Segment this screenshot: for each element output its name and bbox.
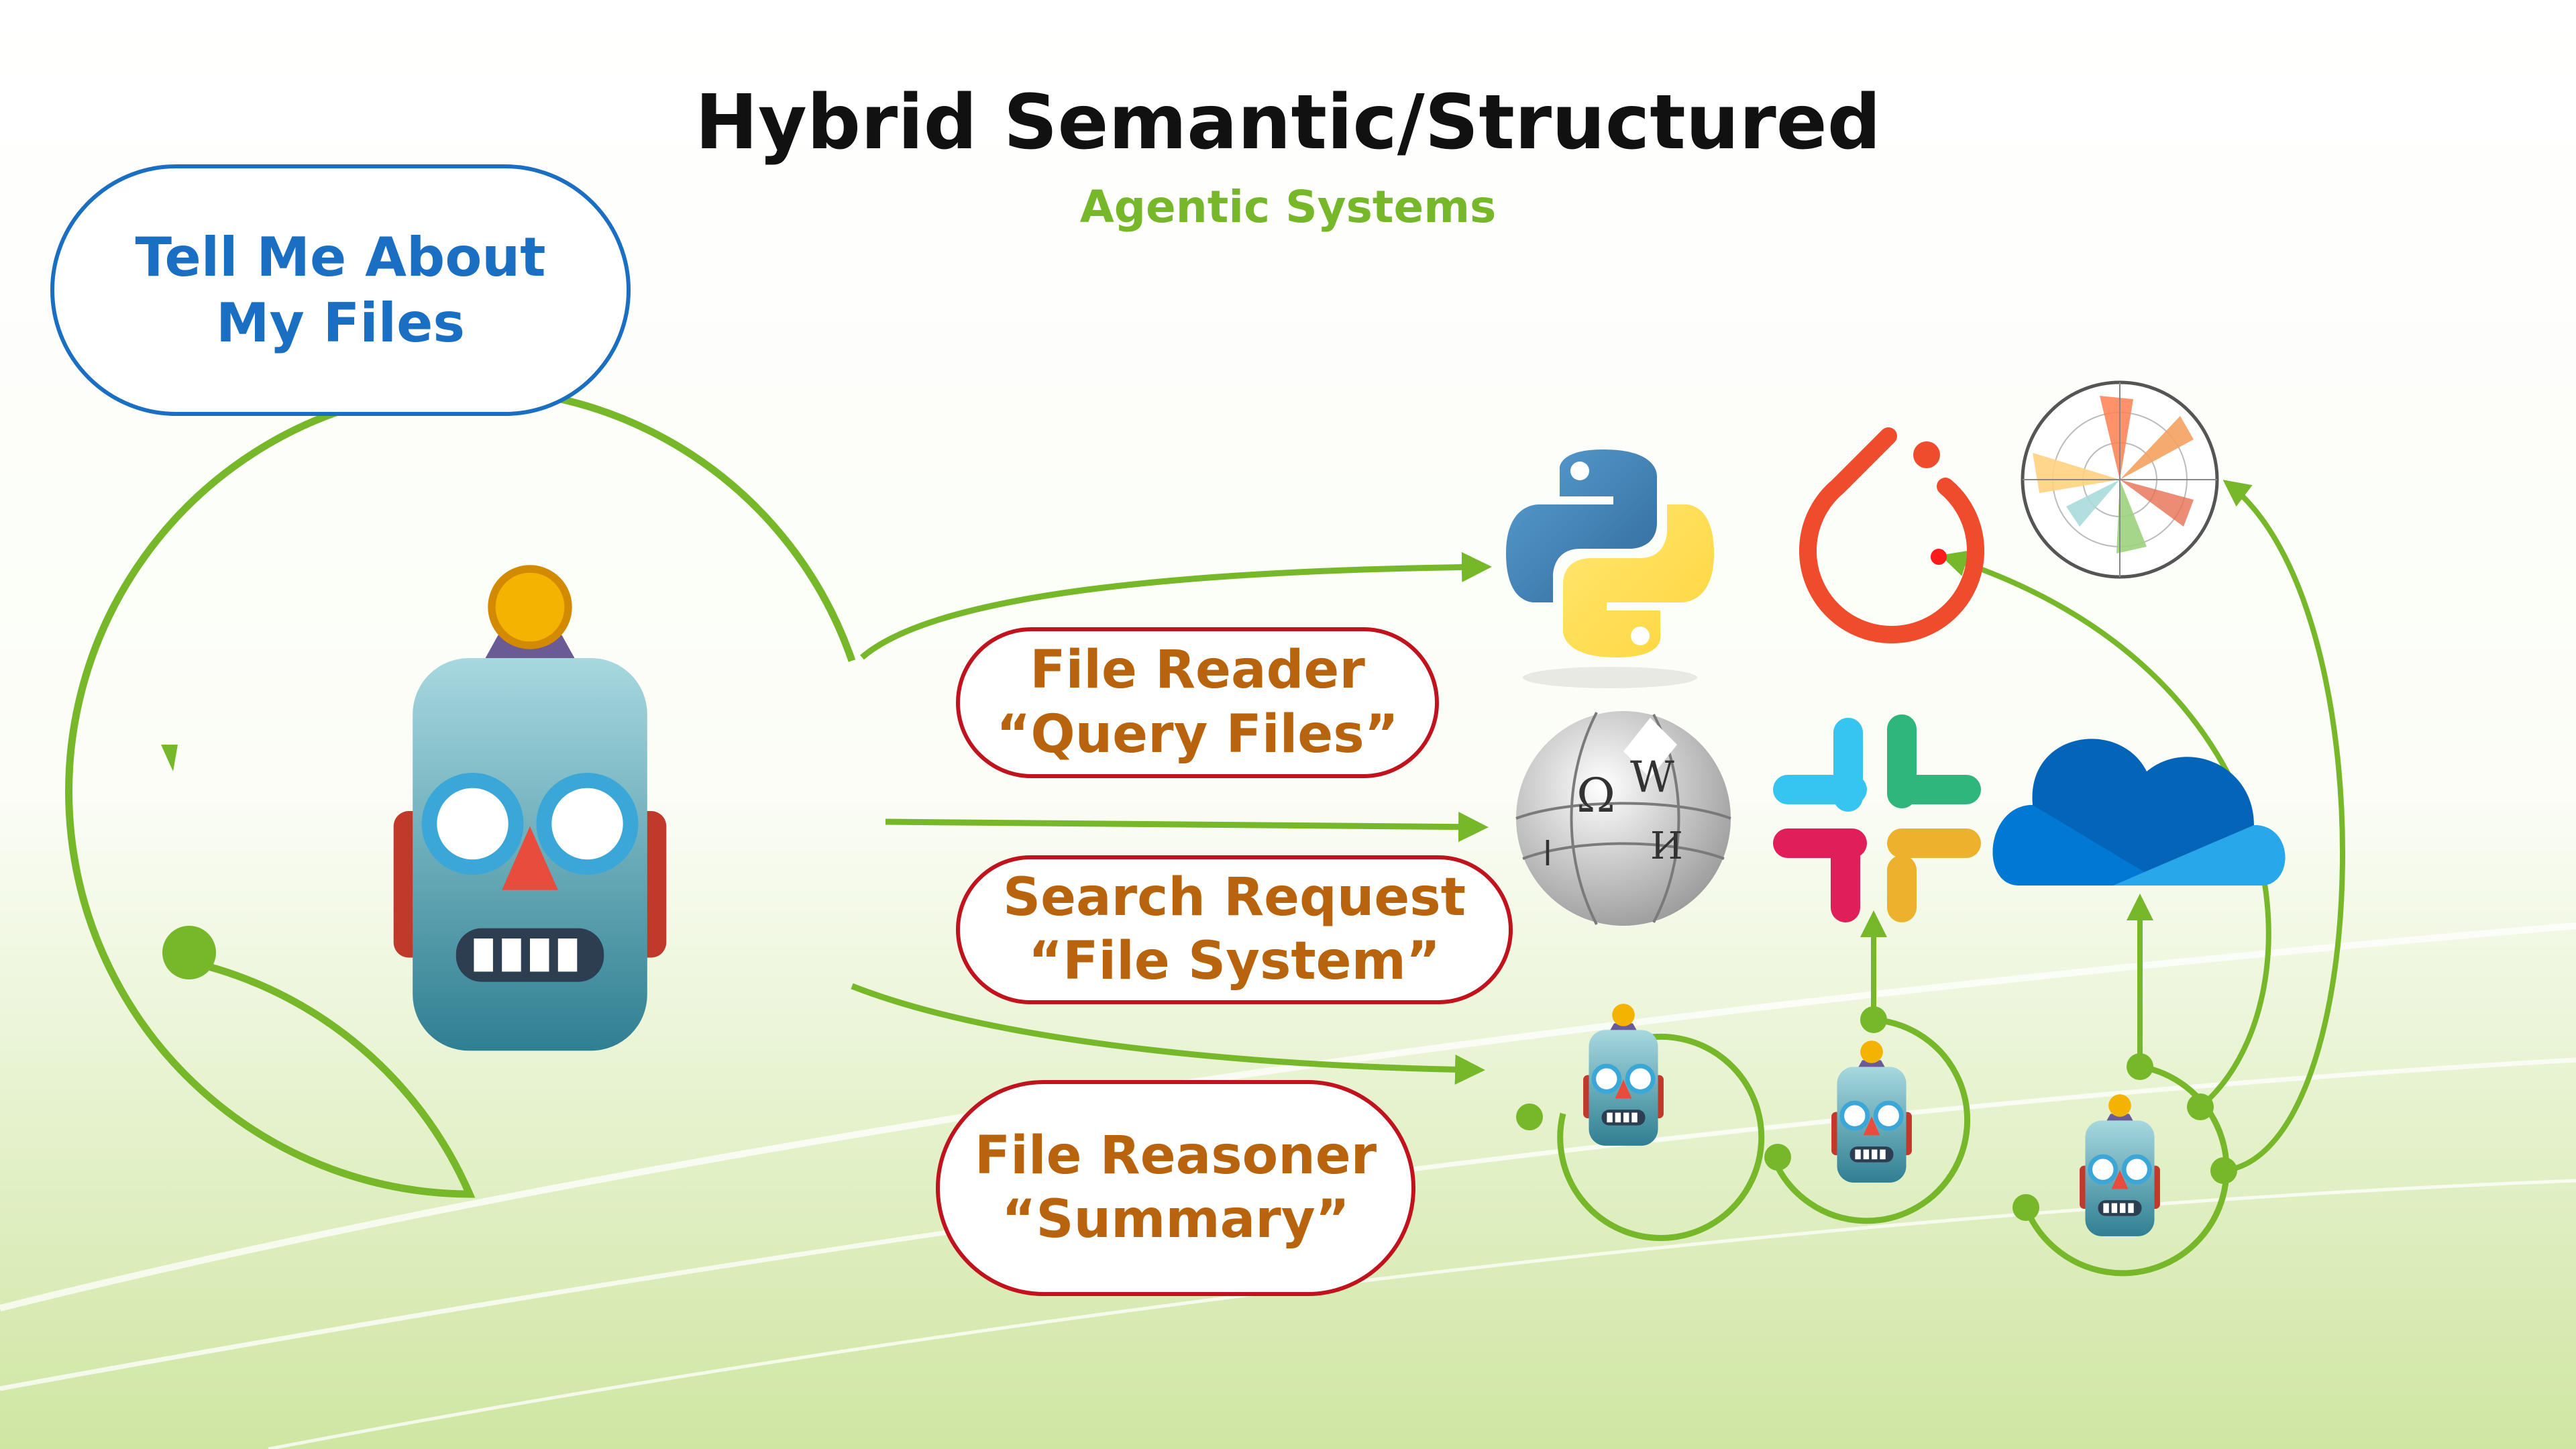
robot-icon [1583, 1004, 1664, 1146]
tool-search-request: Search Request “File System” [956, 855, 1513, 1004]
onedrive-cloud-icon [1992, 739, 2286, 885]
svg-text:Ω: Ω [1576, 768, 1615, 823]
polar-chart-icon [2021, 380, 2219, 579]
tool-file-reasoner: File Reasoner “Summary” [936, 1080, 1415, 1296]
wikipedia-logo-icon: Ω W И ا [1515, 711, 1731, 926]
svg-text:И: И [1650, 824, 1683, 868]
slack-logo-icon [1773, 714, 1981, 922]
arrow-to-python [860, 551, 1492, 660]
tool-file-reader: File Reader “Query Files” [956, 627, 1439, 778]
svg-text:ا: ا [1543, 835, 1552, 873]
tool-file-reader-subtitle: “Query Files” [996, 704, 1399, 765]
sub-agent-1 [1516, 1004, 1765, 1241]
prompt-line-1: Tell Me About [135, 225, 546, 288]
tool-file-reasoner-title: File Reasoner [974, 1125, 1377, 1186]
tool-search-request-title: Search Request [1002, 867, 1466, 928]
tool-file-reader-title: File Reader [1030, 640, 1365, 701]
arrow-to-wikipedia [885, 812, 1489, 843]
delegation-arrows [851, 551, 1492, 1085]
prompt-box: Tell Me About My Files [50, 164, 631, 416]
main-robot-icon [393, 565, 667, 1051]
tool-search-request-subtitle: “File System” [1028, 931, 1441, 991]
svg-text:W: W [1630, 753, 1674, 802]
arrow-to-polar-chart [2222, 480, 2346, 1173]
python-logo-icon [1506, 449, 1714, 688]
main-agent-loop [65, 385, 856, 1198]
pytorch-logo-icon [1799, 427, 1984, 644]
robot-icon [1831, 1040, 1912, 1183]
prompt-line-2: My Files [216, 291, 465, 354]
arrow-to-sub-agent-1 [851, 983, 1485, 1085]
sub-agent-3 [2012, 1053, 2237, 1277]
sub-agent-2 [1764, 1006, 1971, 1224]
loop-dot [162, 926, 216, 979]
robot-icon [2080, 1094, 2160, 1236]
page-title: Hybrid Semantic/Structured [695, 79, 1881, 166]
page-subtitle: Agentic Systems [1079, 181, 1497, 233]
tool-file-reasoner-subtitle: “Summary” [1002, 1189, 1350, 1250]
